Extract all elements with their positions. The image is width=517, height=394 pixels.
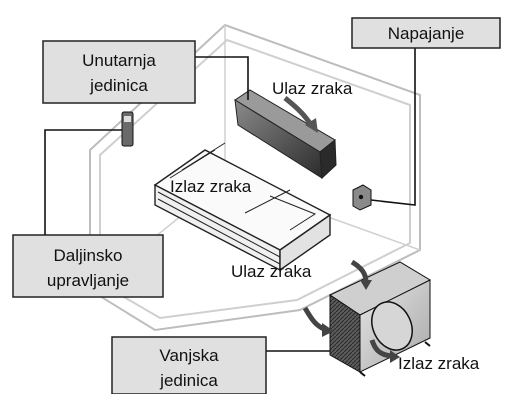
air-out-label-outdoor: Izlaz zraka [398, 354, 480, 373]
remote-control-label-line2: upravljanje [47, 271, 129, 290]
air-out-arrow-outdoor [369, 339, 393, 359]
air-in-arrowhead-indoor [305, 118, 318, 133]
outdoor-unit-label-line1: Vanjska [159, 346, 219, 365]
power-socket-illustration [352, 184, 372, 211]
air-in-arrowhead-outdoor-left [322, 323, 334, 337]
indoor-unit-label-line2: jedinica [89, 76, 148, 95]
remote-control-label-box [12, 234, 164, 298]
indoor-unit-label-box [42, 40, 196, 104]
outdoor-unit-label-line2: jedinica [159, 371, 218, 390]
indoor-unit-illustration [234, 89, 337, 180]
air-in-arrowhead-outdoor-top [360, 280, 372, 290]
air-in-label-top: Ulaz zraka [272, 79, 353, 98]
power-supply-label: Napajanje [388, 24, 465, 43]
indoor-unit-label-line1: Unutarnja [82, 51, 156, 70]
remote-control-label-line1: Daljinsko [54, 246, 123, 265]
power-supply-label-box [351, 17, 501, 49]
remote-control-illustration [121, 111, 134, 147]
air-out-arrowhead-outdoor [390, 350, 400, 363]
outdoor-unit-label-box [111, 336, 267, 394]
air-out-label-middle: Izlaz zraka [170, 177, 252, 196]
bed-illustration [153, 142, 332, 272]
air-in-label-outdoor: Ulaz zraka [231, 262, 312, 281]
